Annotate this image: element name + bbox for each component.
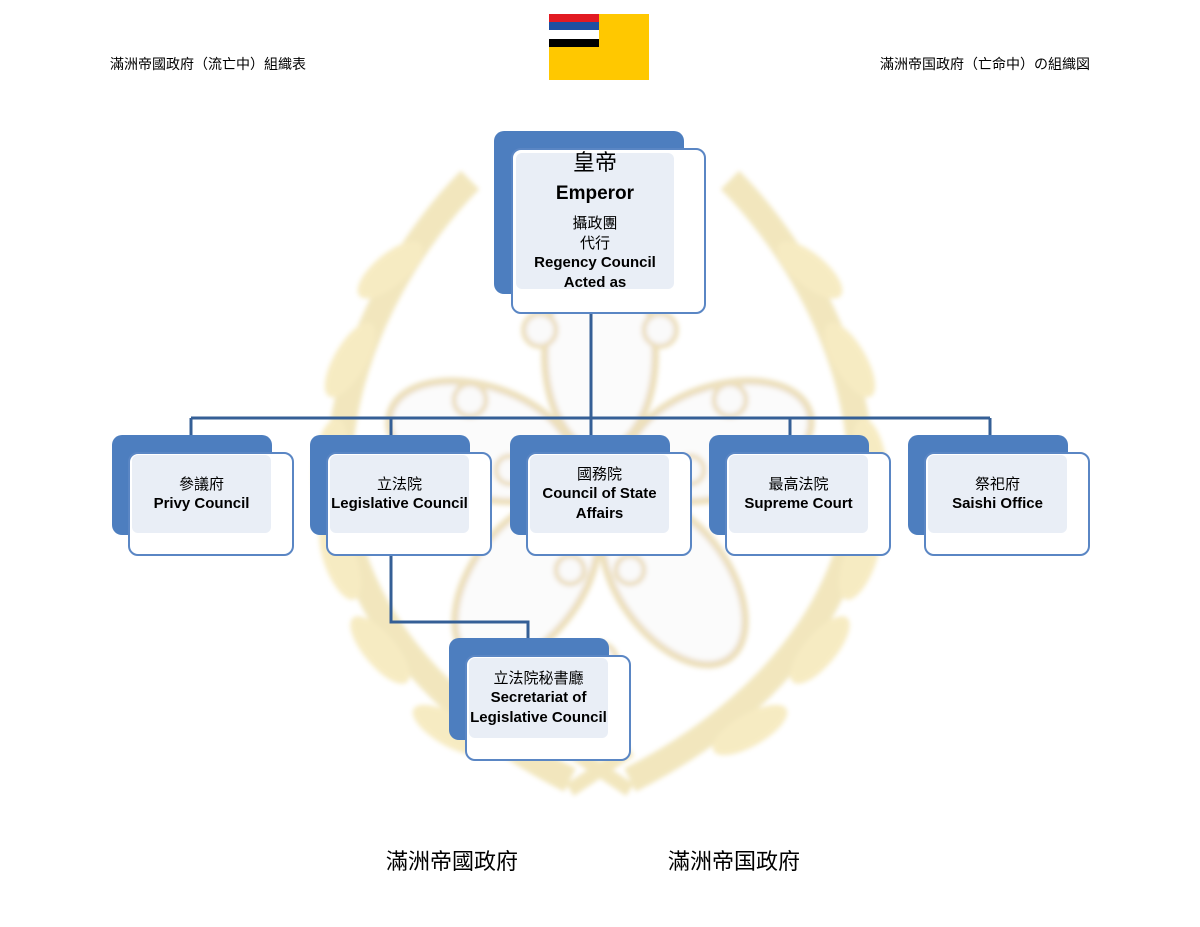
footer-right-title: 滿洲帝国政府 (668, 850, 801, 875)
emperor-en-label: Emperor (555, 183, 635, 204)
secretariat-en-label-2: Legislative Council (470, 709, 607, 726)
secretariat-node: 立法院秘書廳 Secretariat of Legislative Counci… (449, 638, 631, 761)
header-left-title: 滿洲帝國政府（流亡中）組織表 (110, 57, 306, 73)
legislative-council-en-label: Legislative Council (331, 495, 468, 512)
flag-white-stripe (549, 30, 599, 39)
flag-blue-stripe (549, 22, 599, 30)
state-affairs-cn-label: 國務院 (576, 465, 622, 483)
privy-council-cn-label: 參議府 (178, 475, 224, 493)
regency-cn-label-2: 代行 (579, 234, 610, 252)
regency-cn-label-1: 攝政團 (572, 214, 618, 232)
legislative-to-secretariat-line (389, 555, 530, 640)
saishi-office-en-label: Saishi Office (952, 495, 1043, 512)
supreme-court-en-label: Supreme Court (744, 495, 853, 512)
state-affairs-en-label-1: Council of State (542, 485, 657, 502)
flag-red-stripe (549, 14, 599, 22)
flag-black-stripe (549, 39, 599, 47)
regency-en-label-2: Acted as (563, 274, 627, 291)
legislative-council-cn-label: 立法院 (376, 475, 422, 493)
legislative-council-node: 立法院 Legislative Council (310, 435, 492, 556)
manchukuo-flag (549, 14, 649, 80)
supreme-court-node: 最高法院 Supreme Court (709, 435, 891, 556)
saishi-office-cn-label: 祭祀府 (974, 475, 1020, 493)
footer-left-title: 滿洲帝國政府 (386, 850, 519, 875)
header-right-title: 滿洲帝国政府（亡命中）の組織図 (880, 57, 1090, 73)
saishi-office-node: 祭祀府 Saishi Office (908, 435, 1090, 556)
privy-council-en-label: Privy Council (153, 495, 250, 512)
privy-council-node: 參議府 Privy Council (112, 435, 294, 556)
secretariat-en-label-1: Secretariat of (490, 689, 587, 706)
state-affairs-node: 國務院 Council of State Affairs (510, 435, 692, 556)
emperor-cn-label: 皇帝 (572, 151, 617, 176)
regency-en-label-1: Regency Council (534, 254, 656, 271)
emperor-node: 皇帝 Emperor 攝政團 代行 Regency Council Acted … (494, 131, 706, 314)
secretariat-cn-label: 立法院秘書廳 (493, 669, 584, 687)
state-affairs-en-label-2: Affairs (575, 505, 624, 522)
supreme-court-cn-label: 最高法院 (768, 475, 829, 493)
